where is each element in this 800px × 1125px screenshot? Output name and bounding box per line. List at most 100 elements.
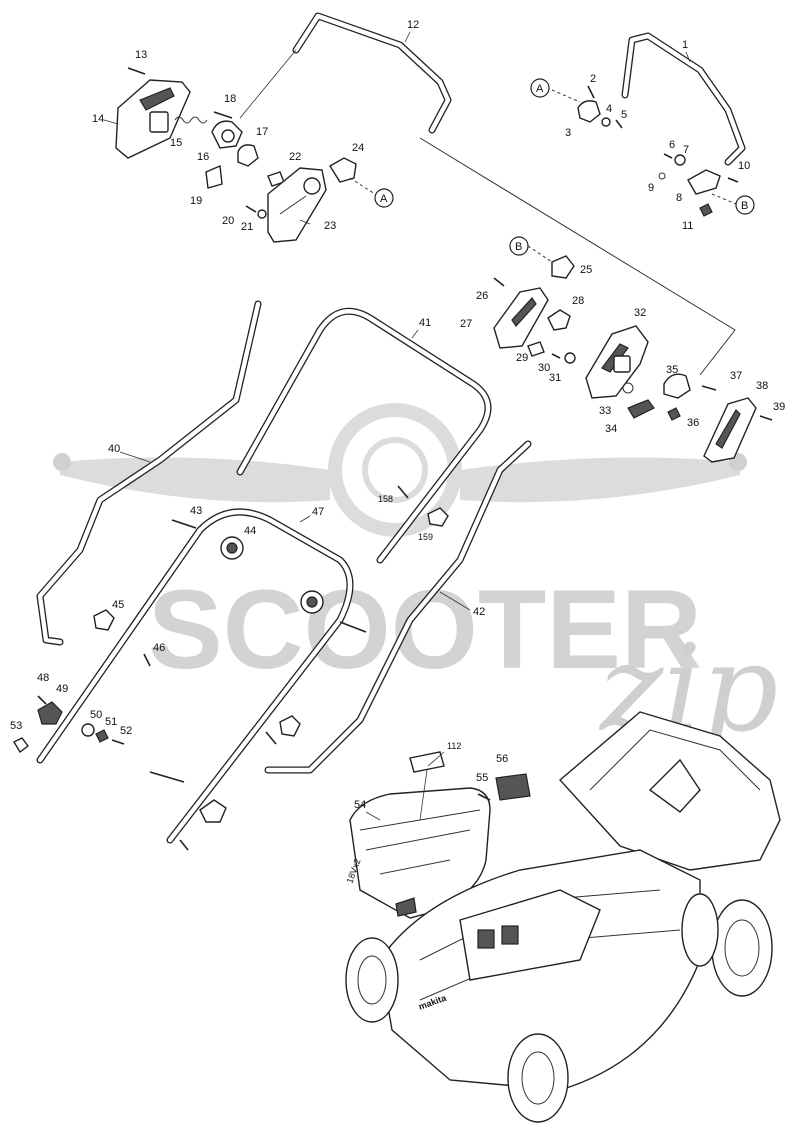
callout-2: 2 — [590, 73, 596, 85]
spring-33 — [622, 382, 634, 394]
callout-26: 26 — [476, 290, 488, 302]
screw-6 — [663, 153, 673, 159]
callout-40: 40 — [108, 443, 120, 455]
bracket-38 — [703, 397, 757, 463]
knob-49 — [37, 701, 63, 725]
handle-upper-12 — [239, 12, 452, 134]
callout-56: 56 — [496, 753, 508, 765]
spring-11 — [699, 203, 713, 217]
bracket-32 — [585, 325, 649, 399]
pin-9 — [658, 172, 666, 180]
callout-34: 34 — [605, 423, 617, 435]
callout-9: 9 — [648, 182, 654, 194]
ref-a-upper: A — [530, 78, 550, 98]
callout-22: 22 — [289, 151, 301, 163]
clip-lower-right — [279, 715, 301, 737]
spring-36 — [667, 407, 681, 421]
callout-49: 49 — [56, 683, 68, 695]
washer-7 — [674, 154, 686, 166]
callout-43: 43 — [190, 505, 202, 517]
bolt-43 — [171, 519, 197, 529]
screw-37 — [701, 385, 717, 391]
lock-lower — [199, 799, 227, 823]
bolt-right — [339, 621, 367, 633]
battery-54: 18Vx2 — [344, 787, 491, 919]
ref-a-lower-label: A — [380, 193, 388, 205]
mower-body: makita — [345, 711, 781, 1123]
callout-19: 19 — [190, 195, 202, 207]
callout-13: 13 — [135, 49, 147, 61]
callout-21: 21 — [241, 221, 253, 233]
screw-lower — [179, 839, 189, 851]
knob-25 — [551, 255, 575, 279]
bracket-23 — [267, 167, 327, 243]
screw-2 — [587, 85, 595, 99]
wheel-front-right — [507, 1033, 569, 1123]
screw-52 — [111, 739, 125, 745]
callout-50: 50 — [90, 709, 102, 721]
callout-159: 159 — [418, 532, 433, 542]
nut-51 — [95, 729, 109, 743]
callout-53: 53 — [10, 720, 22, 732]
watermark-brand: SCOOTER — [148, 567, 702, 692]
callout-54: 54 — [354, 799, 366, 811]
callout-27: 27 — [460, 318, 472, 330]
callout-10: 10 — [738, 160, 750, 172]
screw-20 — [245, 205, 257, 213]
callout-4: 4 — [606, 103, 612, 115]
callout-5: 5 — [621, 109, 627, 121]
callout-labels: 1 2 3 4 5 6 7 8 9 10 11 12 13 14 15 16 1… — [10, 19, 785, 811]
lever-8 — [687, 169, 721, 195]
nut-28 — [547, 309, 571, 331]
callout-28: 28 — [572, 295, 584, 307]
screw-48 — [37, 695, 47, 705]
callout-38: 38 — [756, 380, 768, 392]
knob-24 — [329, 157, 357, 183]
callout-158: 158 — [378, 494, 393, 504]
ref-a-lower: A — [374, 188, 394, 208]
callout-112: 112 — [447, 741, 461, 751]
ref-b-lower-label: B — [515, 241, 522, 253]
callout-32: 32 — [634, 307, 646, 319]
callout-29: 29 — [516, 352, 528, 364]
cap-19 — [205, 164, 223, 189]
screw-158 — [397, 485, 409, 499]
leader-lines — [103, 31, 691, 821]
bracket-14 — [115, 79, 191, 159]
handle-upper-1 — [621, 32, 746, 166]
clip-45 — [93, 609, 115, 631]
callout-6: 6 — [669, 139, 675, 151]
rod-lower — [149, 771, 185, 783]
callout-23: 23 — [324, 220, 336, 232]
callout-11: 11 — [682, 220, 693, 232]
wheel-rear-left — [681, 893, 719, 967]
ref-line-b-lower — [527, 245, 553, 263]
spring-55 — [477, 793, 491, 801]
lever-34 — [627, 399, 655, 419]
ref-line-b-upper — [711, 193, 737, 205]
ref-line-a-upper — [551, 89, 581, 103]
ref-b-lower: B — [509, 236, 529, 256]
callout-1: 1 — [682, 39, 688, 51]
screw-lower-right — [265, 731, 277, 745]
callout-18: 18 — [224, 93, 236, 105]
callout-30: 30 — [538, 362, 550, 374]
washer-31 — [564, 352, 576, 364]
knob-right — [300, 590, 324, 614]
callout-47: 47 — [312, 506, 324, 518]
screw-39 — [759, 415, 773, 421]
cover-56 — [495, 773, 531, 801]
screw-30 — [551, 353, 561, 359]
barrel-3 — [577, 100, 601, 123]
callout-41: 41 — [419, 317, 431, 329]
handle-47 — [36, 508, 354, 844]
ref-b-upper-label: B — [741, 200, 748, 212]
nut-29 — [527, 341, 545, 357]
clip-17 — [237, 144, 259, 167]
callout-17: 17 — [256, 126, 268, 138]
callout-12: 12 — [407, 19, 419, 31]
tube-42 — [264, 440, 532, 774]
screw-46 — [143, 653, 151, 667]
callout-55: 55 — [476, 772, 488, 784]
